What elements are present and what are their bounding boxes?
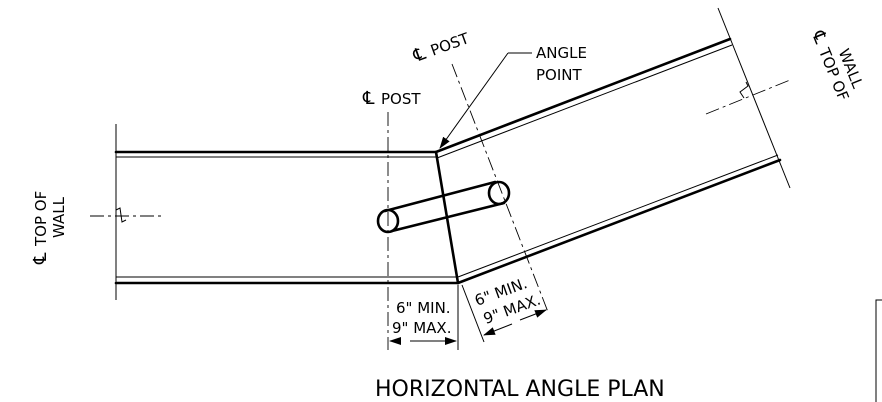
connector-lower-edge <box>390 201 506 233</box>
right-wall-bottom-inner-edge <box>457 154 779 278</box>
right-dimension-extension <box>461 284 485 343</box>
right-wall-centerline-label: ℄ TOP OF WALL <box>807 27 867 103</box>
right-dimension-arrow-left <box>483 323 513 336</box>
right-wall-top-edge <box>434 37 732 154</box>
right-post-label-text: POST <box>428 29 472 60</box>
left-wall-label-line2: WALL <box>50 196 68 238</box>
left-post-label: ℄ POST <box>362 88 421 109</box>
right-wall-bottom-edge <box>456 158 782 285</box>
angle-point-label-line1: ANGLE <box>536 44 587 62</box>
left-dimension-max: 9" MAX. <box>392 319 451 337</box>
left-wall-centerline-label: ℄ TOP OF WALL <box>30 191 68 265</box>
sheet-border-fragment <box>875 299 882 402</box>
right-dimension <box>461 284 547 343</box>
right-wall-break-line <box>717 7 791 189</box>
angle-point-label: ANGLE POINT <box>536 44 587 84</box>
angle-point-label-line2: POINT <box>536 66 582 84</box>
centerline-symbol: ℄ <box>362 88 375 109</box>
right-wall-centerline <box>705 79 791 115</box>
diagram-title: HORIZONTAL ANGLE PLAN <box>375 377 665 402</box>
centerline-symbol: ℄ <box>30 252 51 265</box>
left-wall-label-line1: TOP OF <box>32 191 50 247</box>
centerline-symbol: ℄ <box>807 27 831 47</box>
right-dimension-label: 6" MIN. 9" MAX. <box>472 274 543 328</box>
right-post-label: ℄ POST <box>410 29 473 67</box>
angle-point-leader-arrow <box>439 52 509 149</box>
right-post-centerline <box>451 63 549 313</box>
right-dimension-arrow-right <box>519 309 547 321</box>
right-post-hole <box>487 180 511 206</box>
left-post-hole <box>376 208 400 234</box>
centerline-symbol: ℄ <box>410 43 429 67</box>
right-wall-segment <box>434 7 791 285</box>
connector-upper-edge <box>383 180 497 213</box>
left-wall-segment <box>114 124 460 300</box>
right-wall-top-inner-edge <box>436 44 733 159</box>
left-wall-break-symbol <box>115 207 127 223</box>
left-dimension <box>389 285 459 350</box>
post-connector <box>376 180 511 234</box>
right-wall-break-symbol <box>739 81 749 99</box>
left-dimension-min: 6" MIN. <box>396 299 451 317</box>
left-post-label-text: POST <box>381 90 421 108</box>
left-dimension-label: 6" MIN. 9" MAX. <box>392 299 451 337</box>
